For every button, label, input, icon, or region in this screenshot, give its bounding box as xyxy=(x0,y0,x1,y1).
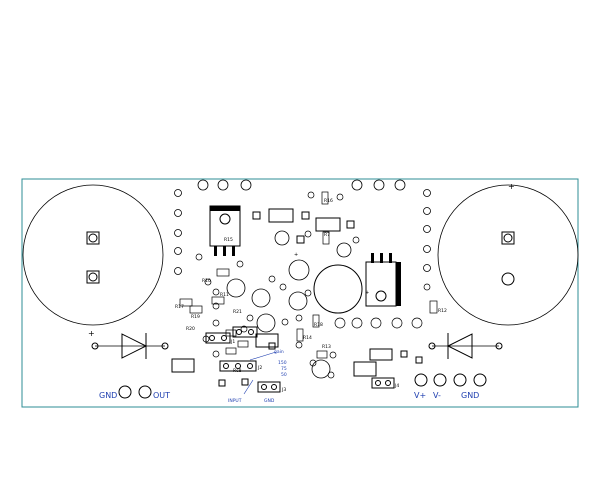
top-pads xyxy=(174,179,431,275)
vminus-pad xyxy=(433,373,447,387)
cap-right-mid xyxy=(315,217,341,232)
gnd-left-label: GND xyxy=(99,391,117,400)
gain-title: gain xyxy=(274,349,284,355)
vminus-label: V- xyxy=(433,391,441,400)
ref-r15: R15 xyxy=(224,237,233,243)
trimmer-pots xyxy=(226,230,352,379)
jumper-j4 xyxy=(371,377,395,389)
cap-bottom-mid xyxy=(255,333,279,348)
gain-150: 150 xyxy=(278,360,287,366)
regulator-left-tab xyxy=(210,206,240,211)
cap-bottom-right xyxy=(369,348,393,361)
ref-r11: R11 xyxy=(220,292,229,298)
jumper-j1 xyxy=(205,332,231,344)
board-outline xyxy=(21,178,579,408)
jumper-j3 xyxy=(257,381,281,393)
right-diode-body xyxy=(446,333,473,359)
ref-r16: R16 xyxy=(324,198,333,204)
cap-bottom-right-2 xyxy=(353,361,377,377)
left-diode-body xyxy=(121,333,148,359)
resistors xyxy=(179,191,438,359)
ref-j2: J2 xyxy=(257,365,262,371)
ref-j3: J3 xyxy=(281,387,286,393)
gain-jumper xyxy=(219,360,257,372)
gain-50: 50 xyxy=(281,372,287,378)
gnd-right-pad-1 xyxy=(453,373,467,387)
ref-r7: R7 xyxy=(324,232,330,238)
right-capacitor-plus: + xyxy=(508,182,515,191)
cap-bottom-left xyxy=(171,358,195,373)
ref-r12: R12 xyxy=(438,308,447,314)
vplus-label: V+ xyxy=(414,391,426,400)
ref-r10: R10 xyxy=(202,278,211,284)
cap-top-mid xyxy=(268,208,294,223)
input-label: INPUT xyxy=(228,398,242,404)
right-capacitor-pad-top xyxy=(501,231,515,245)
ref-r20: R20 xyxy=(186,326,195,332)
input-leader-line xyxy=(243,379,254,395)
regulator-right-body xyxy=(365,261,397,307)
left-capacitor-pad-bottom xyxy=(86,270,100,284)
gain-leader-line xyxy=(249,351,277,361)
out-label: OUT xyxy=(153,391,170,400)
right-capacitor-outline xyxy=(437,184,579,326)
left-diode-plus: + xyxy=(88,329,95,338)
gnd-right-pad-2 xyxy=(473,373,487,387)
ref-j1: J1 xyxy=(230,339,235,345)
via-pads xyxy=(195,191,431,379)
ref-r17: R17 xyxy=(175,304,184,310)
gnd-small-label: GND xyxy=(264,398,275,404)
gain-75: 75 xyxy=(281,366,287,372)
ref-r19: R19 xyxy=(191,314,200,320)
jumper-j2 xyxy=(232,326,258,338)
ref-r18: R18 xyxy=(314,322,323,328)
electrolytic-center xyxy=(313,264,363,314)
electrolytic-center-plus: + xyxy=(365,290,369,296)
left-capacitor-pad-top xyxy=(86,231,100,245)
gnd-out-pad xyxy=(118,385,132,399)
gnd-right-label: GND xyxy=(461,391,479,400)
ref-r21: R21 xyxy=(233,309,242,315)
right-capacitor-pad-bottom xyxy=(501,272,515,286)
out-pad xyxy=(138,385,152,399)
ref-j4: J4 xyxy=(394,383,399,389)
vplus-pad xyxy=(414,373,428,387)
ref-r13: R13 xyxy=(322,344,331,350)
pot-plus: + xyxy=(294,252,298,258)
ref-r14: R14 xyxy=(303,335,312,341)
left-capacitor-outline xyxy=(22,184,164,326)
